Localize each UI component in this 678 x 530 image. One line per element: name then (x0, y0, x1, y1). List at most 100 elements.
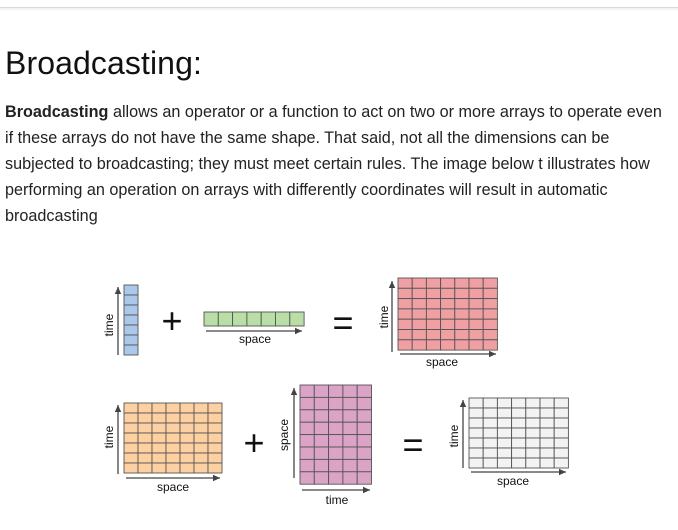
array-cell (468, 407, 484, 419)
array-cell (397, 339, 413, 351)
array-cell (289, 311, 305, 327)
array-cell (539, 427, 555, 439)
array-cell (482, 417, 498, 429)
array-cell (328, 471, 344, 485)
space-axis-label: space (277, 419, 291, 451)
array-cell (425, 329, 442, 341)
array-cell (454, 318, 470, 330)
array-cell (179, 442, 195, 454)
array-cell (411, 298, 427, 310)
array-cell (193, 402, 209, 414)
array-cell (356, 471, 372, 485)
array-cell (425, 277, 442, 289)
array-cell (525, 407, 541, 419)
array-cell (165, 402, 181, 414)
array-cell (356, 384, 372, 398)
array-result-gray-2d: time space (447, 397, 569, 488)
array-cell (328, 409, 344, 423)
array-cell (328, 458, 344, 473)
array-cell (425, 339, 442, 351)
array-cell (299, 396, 315, 411)
array-cell (342, 396, 358, 411)
array-cell (137, 432, 153, 444)
array-cell (151, 442, 167, 454)
array-cell (299, 458, 315, 473)
array-cell (440, 298, 456, 310)
array-cell (454, 298, 470, 310)
array-cell (525, 437, 541, 449)
array-cell (482, 447, 498, 459)
space-axis-label: space (497, 474, 529, 488)
array-cell (165, 412, 181, 424)
array-cell (553, 447, 569, 459)
array-cell (342, 409, 358, 423)
array-cell (207, 402, 223, 414)
array-cell (328, 421, 344, 436)
array-cell (482, 308, 498, 320)
array-cell (123, 412, 139, 424)
array-cell (260, 311, 276, 327)
top-divider (0, 7, 678, 8)
time-axis-label: time (447, 424, 461, 447)
top-divider-shadow (0, 8, 678, 11)
time-axis-label: time (326, 493, 349, 507)
array-cell (482, 277, 498, 289)
array-cell (454, 329, 470, 341)
array-cell (342, 384, 358, 398)
array-cell (165, 452, 181, 464)
array-cell (179, 432, 195, 444)
array-cell (397, 298, 413, 310)
array-cell (539, 407, 555, 419)
array-cell (411, 277, 427, 289)
array-cell (203, 311, 219, 327)
array-cell (425, 318, 442, 330)
array-cell (207, 442, 223, 454)
array-space-time-grid (299, 384, 372, 485)
array-cell (313, 421, 330, 436)
array-cell (342, 434, 358, 448)
array-cell (468, 447, 484, 459)
array-result-gray-grid (468, 397, 569, 469)
array-cell (511, 407, 527, 419)
array-cell (496, 427, 513, 439)
array-cell (299, 384, 315, 398)
array-space-grid (203, 311, 305, 327)
array-cell (313, 396, 330, 411)
array-cell (482, 407, 498, 419)
array-cell (165, 442, 181, 454)
array-cell (313, 384, 330, 398)
space-axis-label: space (426, 355, 458, 369)
array-cell (539, 437, 555, 449)
array-cell (454, 308, 470, 320)
array-cell (123, 432, 139, 444)
array-cell (179, 402, 195, 414)
array-cell (539, 397, 555, 409)
array-cell (123, 294, 139, 306)
array-cell (207, 412, 223, 424)
array-cell (496, 457, 513, 469)
array-cell (468, 427, 484, 439)
array-space-1d: space (203, 311, 305, 346)
array-cell (137, 422, 153, 434)
array-cell (553, 457, 569, 469)
array-cell (137, 462, 153, 474)
array-cell (299, 421, 315, 436)
array-cell (151, 402, 167, 414)
array-cell (313, 471, 330, 485)
array-cell (511, 427, 527, 439)
array-cell (468, 308, 484, 320)
array-result-grid (397, 277, 498, 351)
array-cell (356, 446, 372, 460)
array-cell (440, 318, 456, 330)
array-cell (123, 304, 139, 316)
intro-paragraph: Broadcasting allows an operator or a fun… (5, 99, 673, 229)
array-cell (151, 462, 167, 474)
array-cell (496, 407, 513, 419)
array-cell (137, 452, 153, 464)
array-cell (342, 471, 358, 485)
array-cell (511, 417, 527, 429)
array-cell (123, 442, 139, 454)
array-cell (525, 427, 541, 439)
space-axis-label: space (157, 480, 189, 494)
